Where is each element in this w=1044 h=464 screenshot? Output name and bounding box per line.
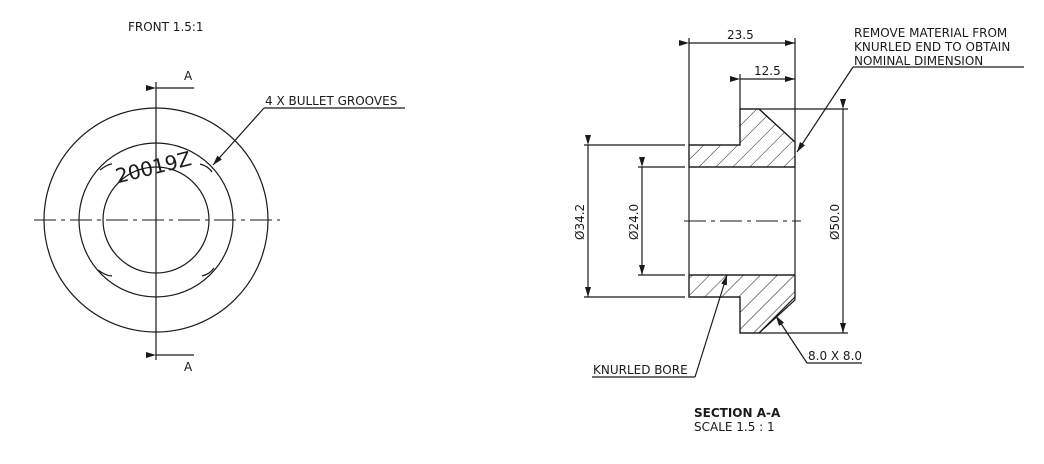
hatch-bottom [688, 274, 796, 334]
note-leader [796, 66, 854, 153]
section-marker-bottom: A [184, 360, 193, 374]
front-view-title: FRONT 1.5:1 [128, 20, 204, 34]
callout-leader [212, 107, 265, 166]
note-line-1: REMOVE MATERIAL FROM [854, 26, 1007, 40]
front-view: FRONT 1.5:1 A A 20019Z 4 X BULLET GROOVE… [34, 20, 405, 374]
dim-bore-diameter-label: Ø24.0 [627, 204, 641, 240]
section-title: SECTION A-A [694, 406, 781, 420]
groove-3 [97, 269, 113, 277]
part-outline [688, 108, 796, 334]
chamfer-leader [775, 315, 808, 364]
dim-overall-length-label: 23.5 [727, 28, 754, 42]
groove-2 [199, 163, 213, 173]
groove-1 [99, 163, 113, 171]
engraving-text: 20019Z [113, 146, 194, 188]
hatch-top [688, 108, 796, 168]
knurled-bore-note: KNURLED BORE [593, 363, 688, 377]
note-line-3: NOMINAL DIMENSION [854, 54, 983, 68]
dim-flange-length-label: 12.5 [754, 64, 781, 78]
knurled-bore-leader [694, 274, 728, 378]
chamfer-callout: 8.0 X 8.0 [808, 349, 862, 363]
dim-body-diameter-label: Ø34.2 [573, 204, 587, 240]
section-view: 23.5 12.5 Ø34.2 Ø24.0 Ø50.0 8.0 X 8.0 KN… [573, 26, 1024, 434]
dim-outer-diameter-label: Ø50.0 [828, 204, 842, 240]
note-line-2: KNURLED END TO OBTAIN [854, 40, 1010, 54]
groove-4 [201, 267, 215, 277]
section-marker-top: A [184, 69, 193, 83]
bullet-grooves-callout: 4 X BULLET GROOVES [265, 94, 397, 108]
section-scale: SCALE 1.5 : 1 [694, 420, 775, 434]
